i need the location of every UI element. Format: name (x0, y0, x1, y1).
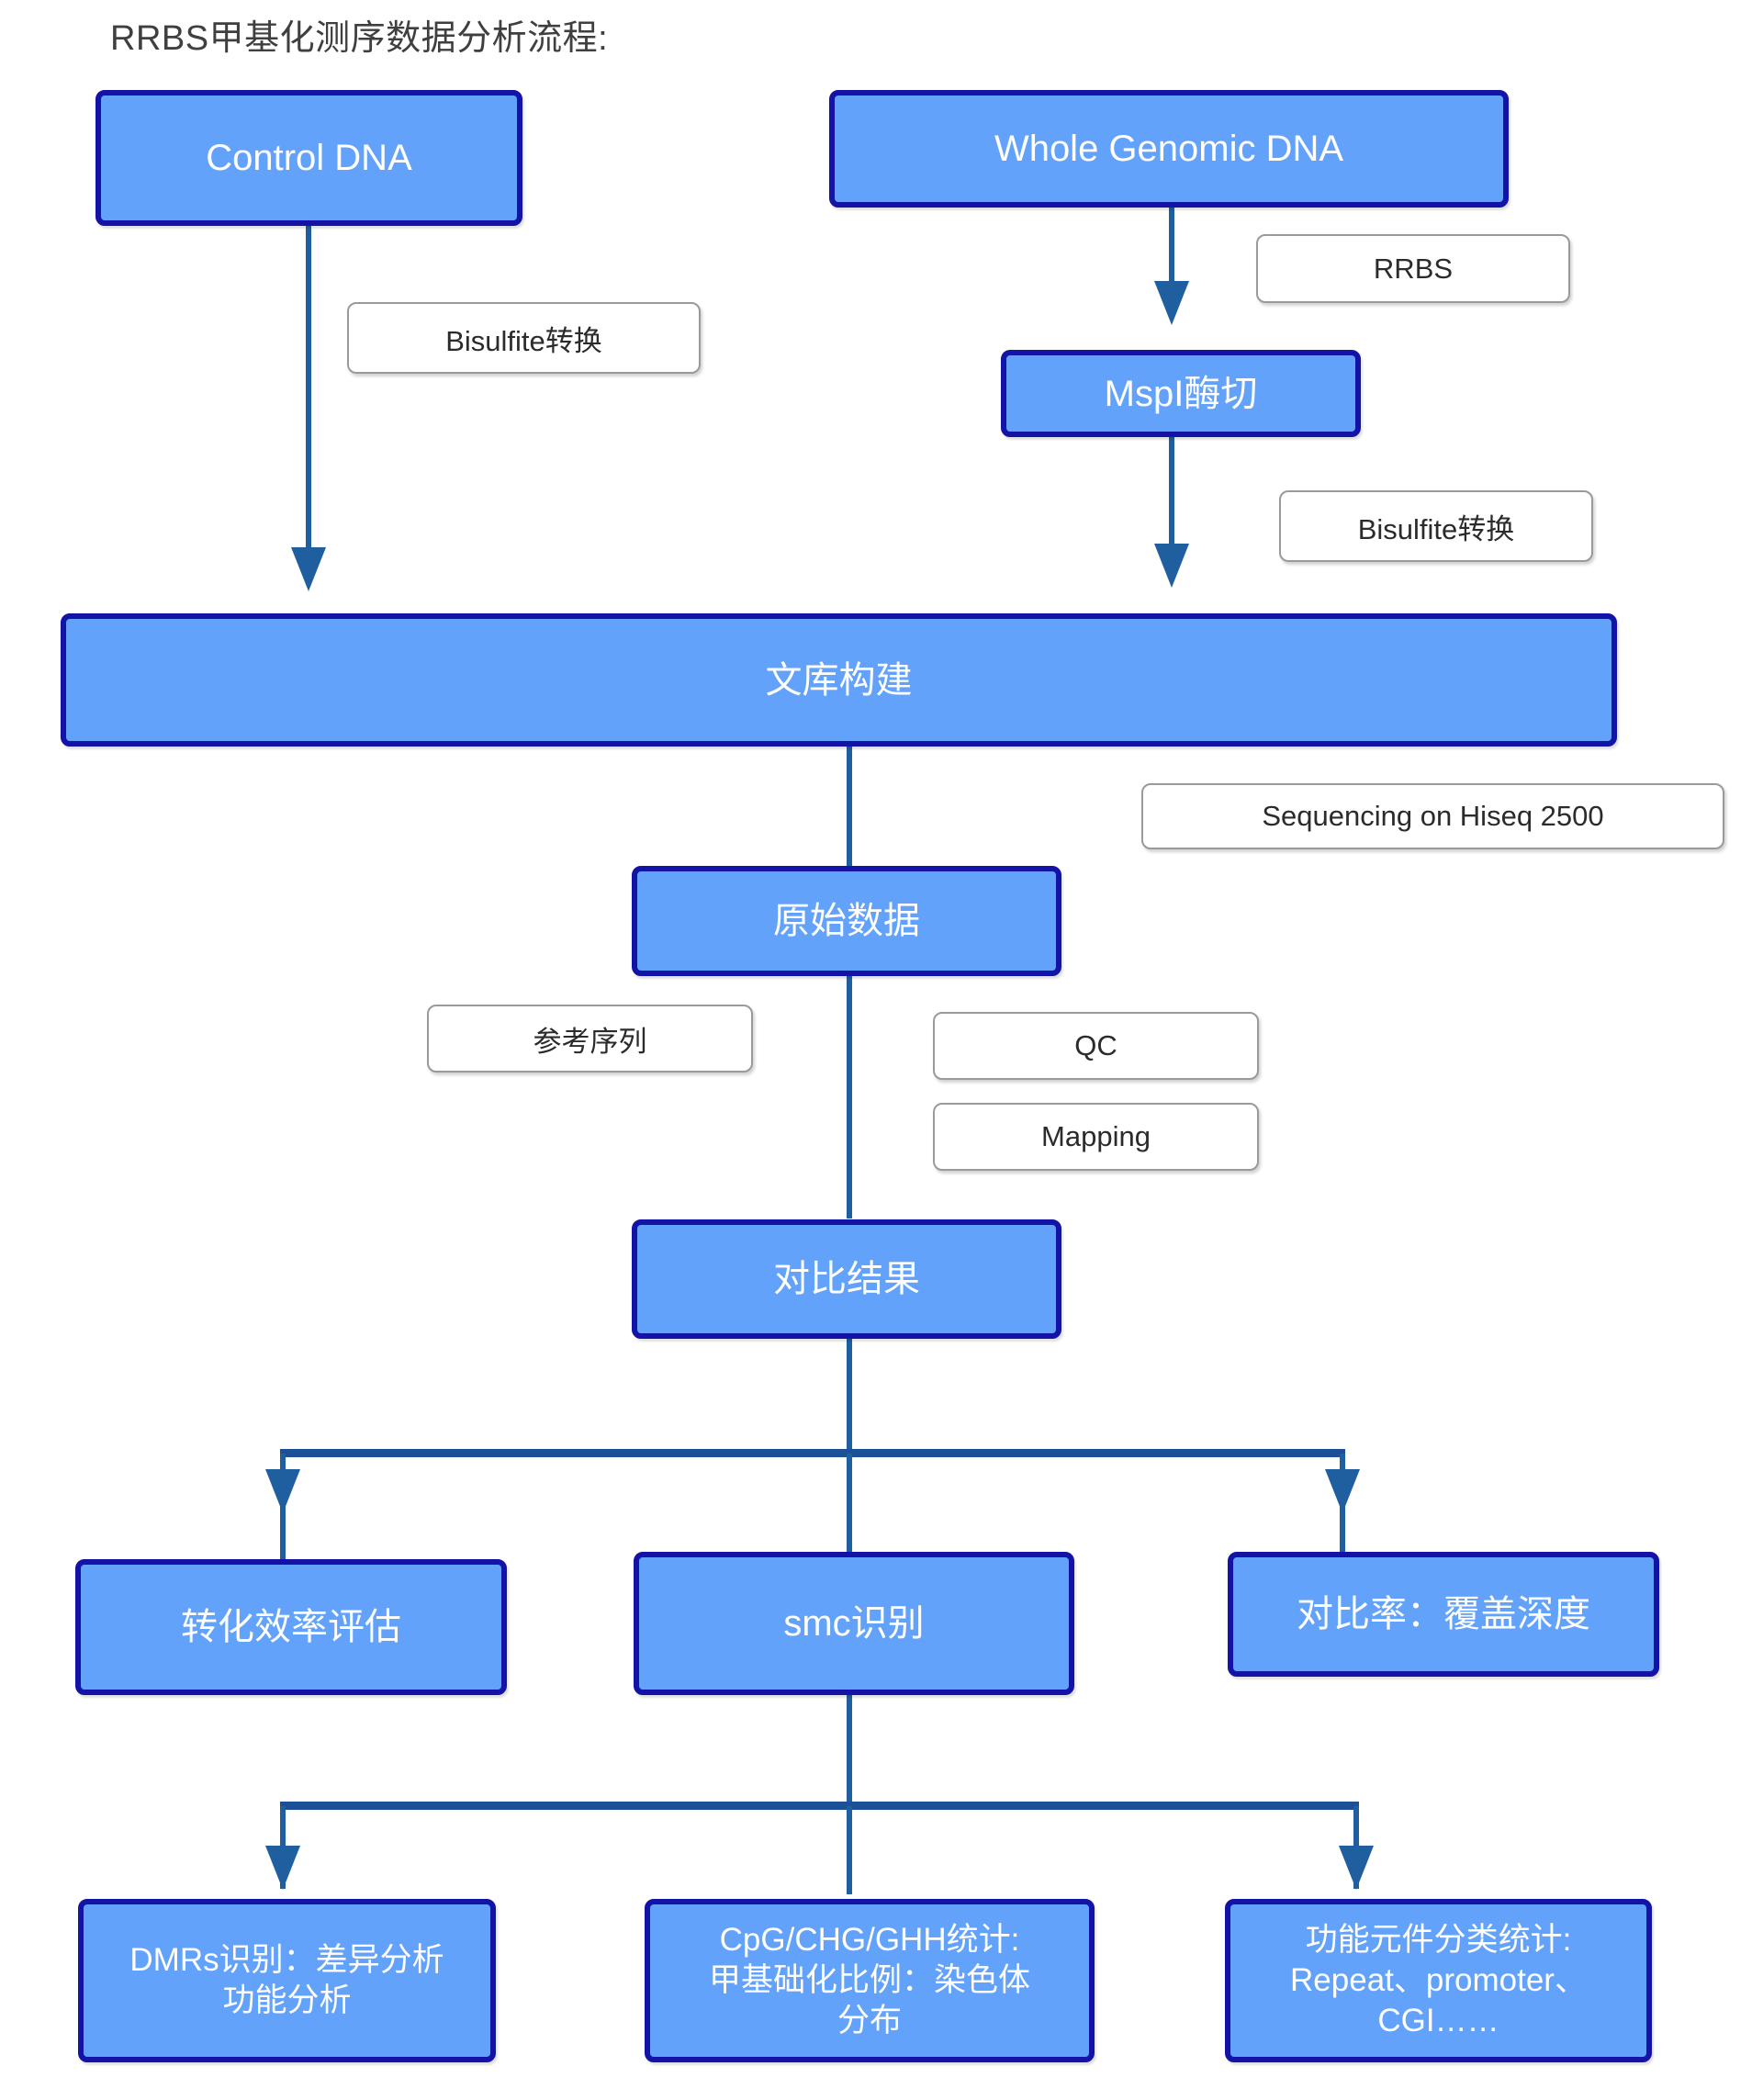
arrowhead-smc-right (1339, 1846, 1374, 1890)
node-library-construction-label: 文库构建 (765, 659, 913, 701)
tag-mapping: Mapping (933, 1103, 1259, 1171)
node-control-dna[interactable]: Control DNA (95, 90, 522, 226)
connector-wgdna-to-mspl (1169, 207, 1174, 285)
node-smc-identification-label: smc识别 (783, 1603, 925, 1644)
node-raw-data-label: 原始数据 (773, 901, 920, 941)
tag-bisulfite-left-label: Bisulfite转换 (445, 324, 602, 357)
arrowhead-mspl-to-library (1154, 544, 1189, 588)
connector-library-to-rawdata (847, 746, 852, 870)
node-dmrs-line1: DMRs识别：差异分析 (129, 1942, 444, 1979)
connector-mspl-to-library (1169, 437, 1174, 547)
node-functional-elements-line2: Repeat、promoter、 (1290, 1962, 1587, 1999)
node-raw-data[interactable]: 原始数据 (632, 866, 1061, 976)
node-functional-elements-line1: 功能元件分类统计: (1305, 1922, 1572, 1959)
connector-smc-stem (847, 1695, 852, 1805)
node-whole-genomic-dna-label: Whole Genomic DNA (994, 129, 1344, 169)
page-title: RRBS甲基化测序数据分析流程: (110, 19, 609, 58)
tag-bisulfite-left: Bisulfite转换 (347, 302, 701, 374)
tag-rrbs-label: RRBS (1373, 252, 1454, 285)
tag-rrbs: RRBS (1256, 234, 1570, 303)
tag-bisulfite-right: Bisulfite转换 (1279, 490, 1593, 562)
node-mapping-rate-coverage[interactable]: 对比率：覆盖深度 (1228, 1552, 1659, 1677)
node-control-dna-label: Control DNA (206, 138, 412, 178)
node-cpg-statistics-line3: 分布 (837, 2002, 902, 2038)
node-mspl[interactable]: MspI酶切 (1001, 350, 1361, 437)
node-mapping-rate-coverage-label: 对比率：覆盖深度 (1297, 1594, 1590, 1634)
tag-bisulfite-right-label: Bisulfite转换 (1357, 512, 1515, 545)
tag-reference-sequence: 参考序列 (427, 1005, 753, 1072)
tag-reference-sequence-label: 参考序列 (533, 1025, 647, 1058)
node-conversion-efficiency[interactable]: 转化效率评估 (75, 1559, 507, 1695)
connector-smc-center-down (847, 1806, 852, 1894)
arrowhead-wgdna-to-mspl (1154, 281, 1189, 325)
connector-smc-bus (280, 1802, 1359, 1810)
connector-mapping-bus (280, 1449, 1345, 1457)
connector-control-to-library (306, 223, 311, 549)
node-mapping-result-label: 对比结果 (773, 1259, 920, 1299)
node-conversion-efficiency-label: 转化效率评估 (181, 1607, 401, 1647)
node-whole-genomic-dna[interactable]: Whole Genomic DNA (829, 90, 1509, 208)
tag-sequencing: Sequencing on Hiseq 2500 (1141, 783, 1724, 849)
tag-qc: QC (933, 1012, 1259, 1080)
connector-branch-center-down (847, 1454, 852, 1566)
arrowhead-control-to-library (291, 547, 326, 591)
node-functional-elements[interactable]: 功能元件分类统计: Repeat、promoter、 CGI…… (1225, 1899, 1652, 2062)
tag-qc-label: QC (1074, 1029, 1117, 1061)
node-mapping-result[interactable]: 对比结果 (632, 1219, 1061, 1339)
node-library-construction[interactable]: 文库构建 (61, 613, 1617, 747)
arrowhead-smc-left (265, 1846, 300, 1890)
arrowhead-branch-left (265, 1469, 300, 1513)
tag-mapping-label: Mapping (1041, 1120, 1151, 1152)
connector-rawdata-to-mapping (847, 975, 852, 1218)
node-cpg-statistics-line1: CpG/CHG/GHH统计: (719, 1922, 1020, 1959)
node-smc-identification[interactable]: smc识别 (634, 1552, 1074, 1695)
node-functional-elements-line3: CGI…… (1377, 2002, 1499, 2038)
node-dmrs[interactable]: DMRs识别：差异分析 功能分析 (78, 1899, 496, 2062)
arrowhead-branch-right (1325, 1469, 1360, 1513)
node-cpg-statistics[interactable]: CpG/CHG/GHH统计: 甲基础化比例：染色体 分布 (645, 1899, 1095, 2062)
connector-mapping-stem (847, 1339, 852, 1454)
tag-sequencing-label: Sequencing on Hiseq 2500 (1262, 800, 1604, 832)
node-mspl-label: MspI酶切 (1104, 373, 1258, 414)
node-cpg-statistics-line2: 甲基础化比例：染色体 (708, 1962, 1030, 1999)
node-dmrs-line2: 功能分析 (222, 1982, 352, 2018)
